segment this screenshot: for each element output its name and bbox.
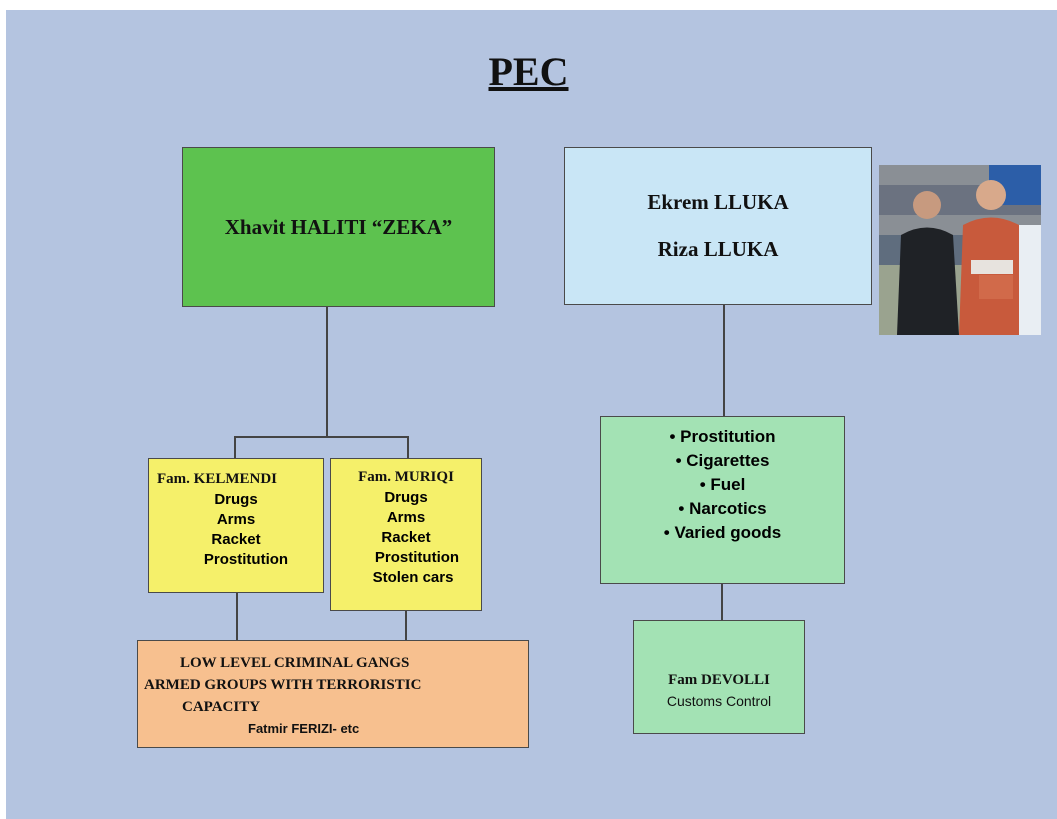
- connector-right-root-down: [723, 305, 725, 417]
- xhavit-haliti-label: Xhavit HALITI “ZEKA”: [224, 214, 453, 239]
- gangs-line-3: CAPACITY: [182, 699, 261, 715]
- photo-image: [879, 165, 1041, 335]
- connector-to-kelmendi: [234, 436, 236, 458]
- kelmendi-activity-prostitution: Prostitution: [203, 551, 289, 568]
- page-title: PEC: [488, 49, 569, 94]
- riza-lluka-label: Riza LLUKA: [657, 237, 779, 261]
- xhavit-haliti-box: Xhavit HALITI “ZEKA”: [182, 147, 495, 307]
- lluka-activities-box: • Prostitution • Cigarettes • Fuel • Nar…: [600, 416, 845, 584]
- muriqi-activity-arms: Arms: [386, 509, 426, 526]
- muriqi-activity-stolen-cars: Stolen cars: [372, 569, 454, 586]
- connector-activities-to-devolli: [721, 583, 723, 620]
- lluka-box: Ekrem LLUKA Riza LLUKA: [564, 147, 872, 305]
- connector-kelmendi-to-gangs: [236, 592, 238, 640]
- kelmendi-activity-racket: Racket: [211, 531, 261, 548]
- connector-muriqi-to-gangs: [405, 610, 407, 640]
- kelmendi-activity-arms: Arms: [216, 511, 256, 528]
- family-muriqi-name: Fam. MURIQI: [358, 469, 454, 485]
- lluka-activity-cigarettes: • Cigarettes: [675, 451, 770, 470]
- gangs-footer: Fatmir FERIZI- etc: [248, 721, 360, 736]
- connector-to-muriqi: [407, 436, 409, 458]
- gangs-line-1: LOW LEVEL CRIMINAL GANGS: [180, 655, 410, 671]
- connector-left-root-down: [326, 306, 328, 437]
- criminal-gangs-box: LOW LEVEL CRIMINAL GANGS ARMED GROUPS WI…: [137, 640, 529, 748]
- connector-left-horizontal: [234, 436, 408, 438]
- family-muriqi-box: Fam. MURIQI Drugs Arms Racket Prostituti…: [330, 458, 482, 611]
- muriqi-activity-racket: Racket: [381, 529, 431, 546]
- muriqi-activity-drugs: Drugs: [384, 489, 428, 506]
- ekrem-lluka-label: Ekrem LLUKA: [647, 190, 789, 214]
- lluka-activity-varied-goods: • Varied goods: [663, 523, 782, 542]
- family-kelmendi-name: Fam. KELMENDI: [157, 471, 277, 487]
- lluka-photo: [879, 165, 1041, 335]
- family-devolli-name: Fam DEVOLLI: [668, 671, 770, 688]
- gangs-line-2: ARMED GROUPS WITH TERRORISTIC: [144, 677, 422, 693]
- lluka-activity-narcotics: • Narcotics: [678, 499, 767, 518]
- muriqi-activity-prostitution: Prostitution: [374, 549, 460, 566]
- kelmendi-activity-drugs: Drugs: [214, 491, 258, 508]
- family-devolli-role: Customs Control: [666, 692, 772, 709]
- lluka-activity-prostitution: • Prostitution: [669, 427, 776, 446]
- lluka-activity-fuel: • Fuel: [699, 475, 746, 494]
- family-kelmendi-box: Fam. KELMENDI Drugs Arms Racket Prostitu…: [148, 458, 324, 593]
- family-devolli-box: Fam DEVOLLI Customs Control: [633, 620, 805, 734]
